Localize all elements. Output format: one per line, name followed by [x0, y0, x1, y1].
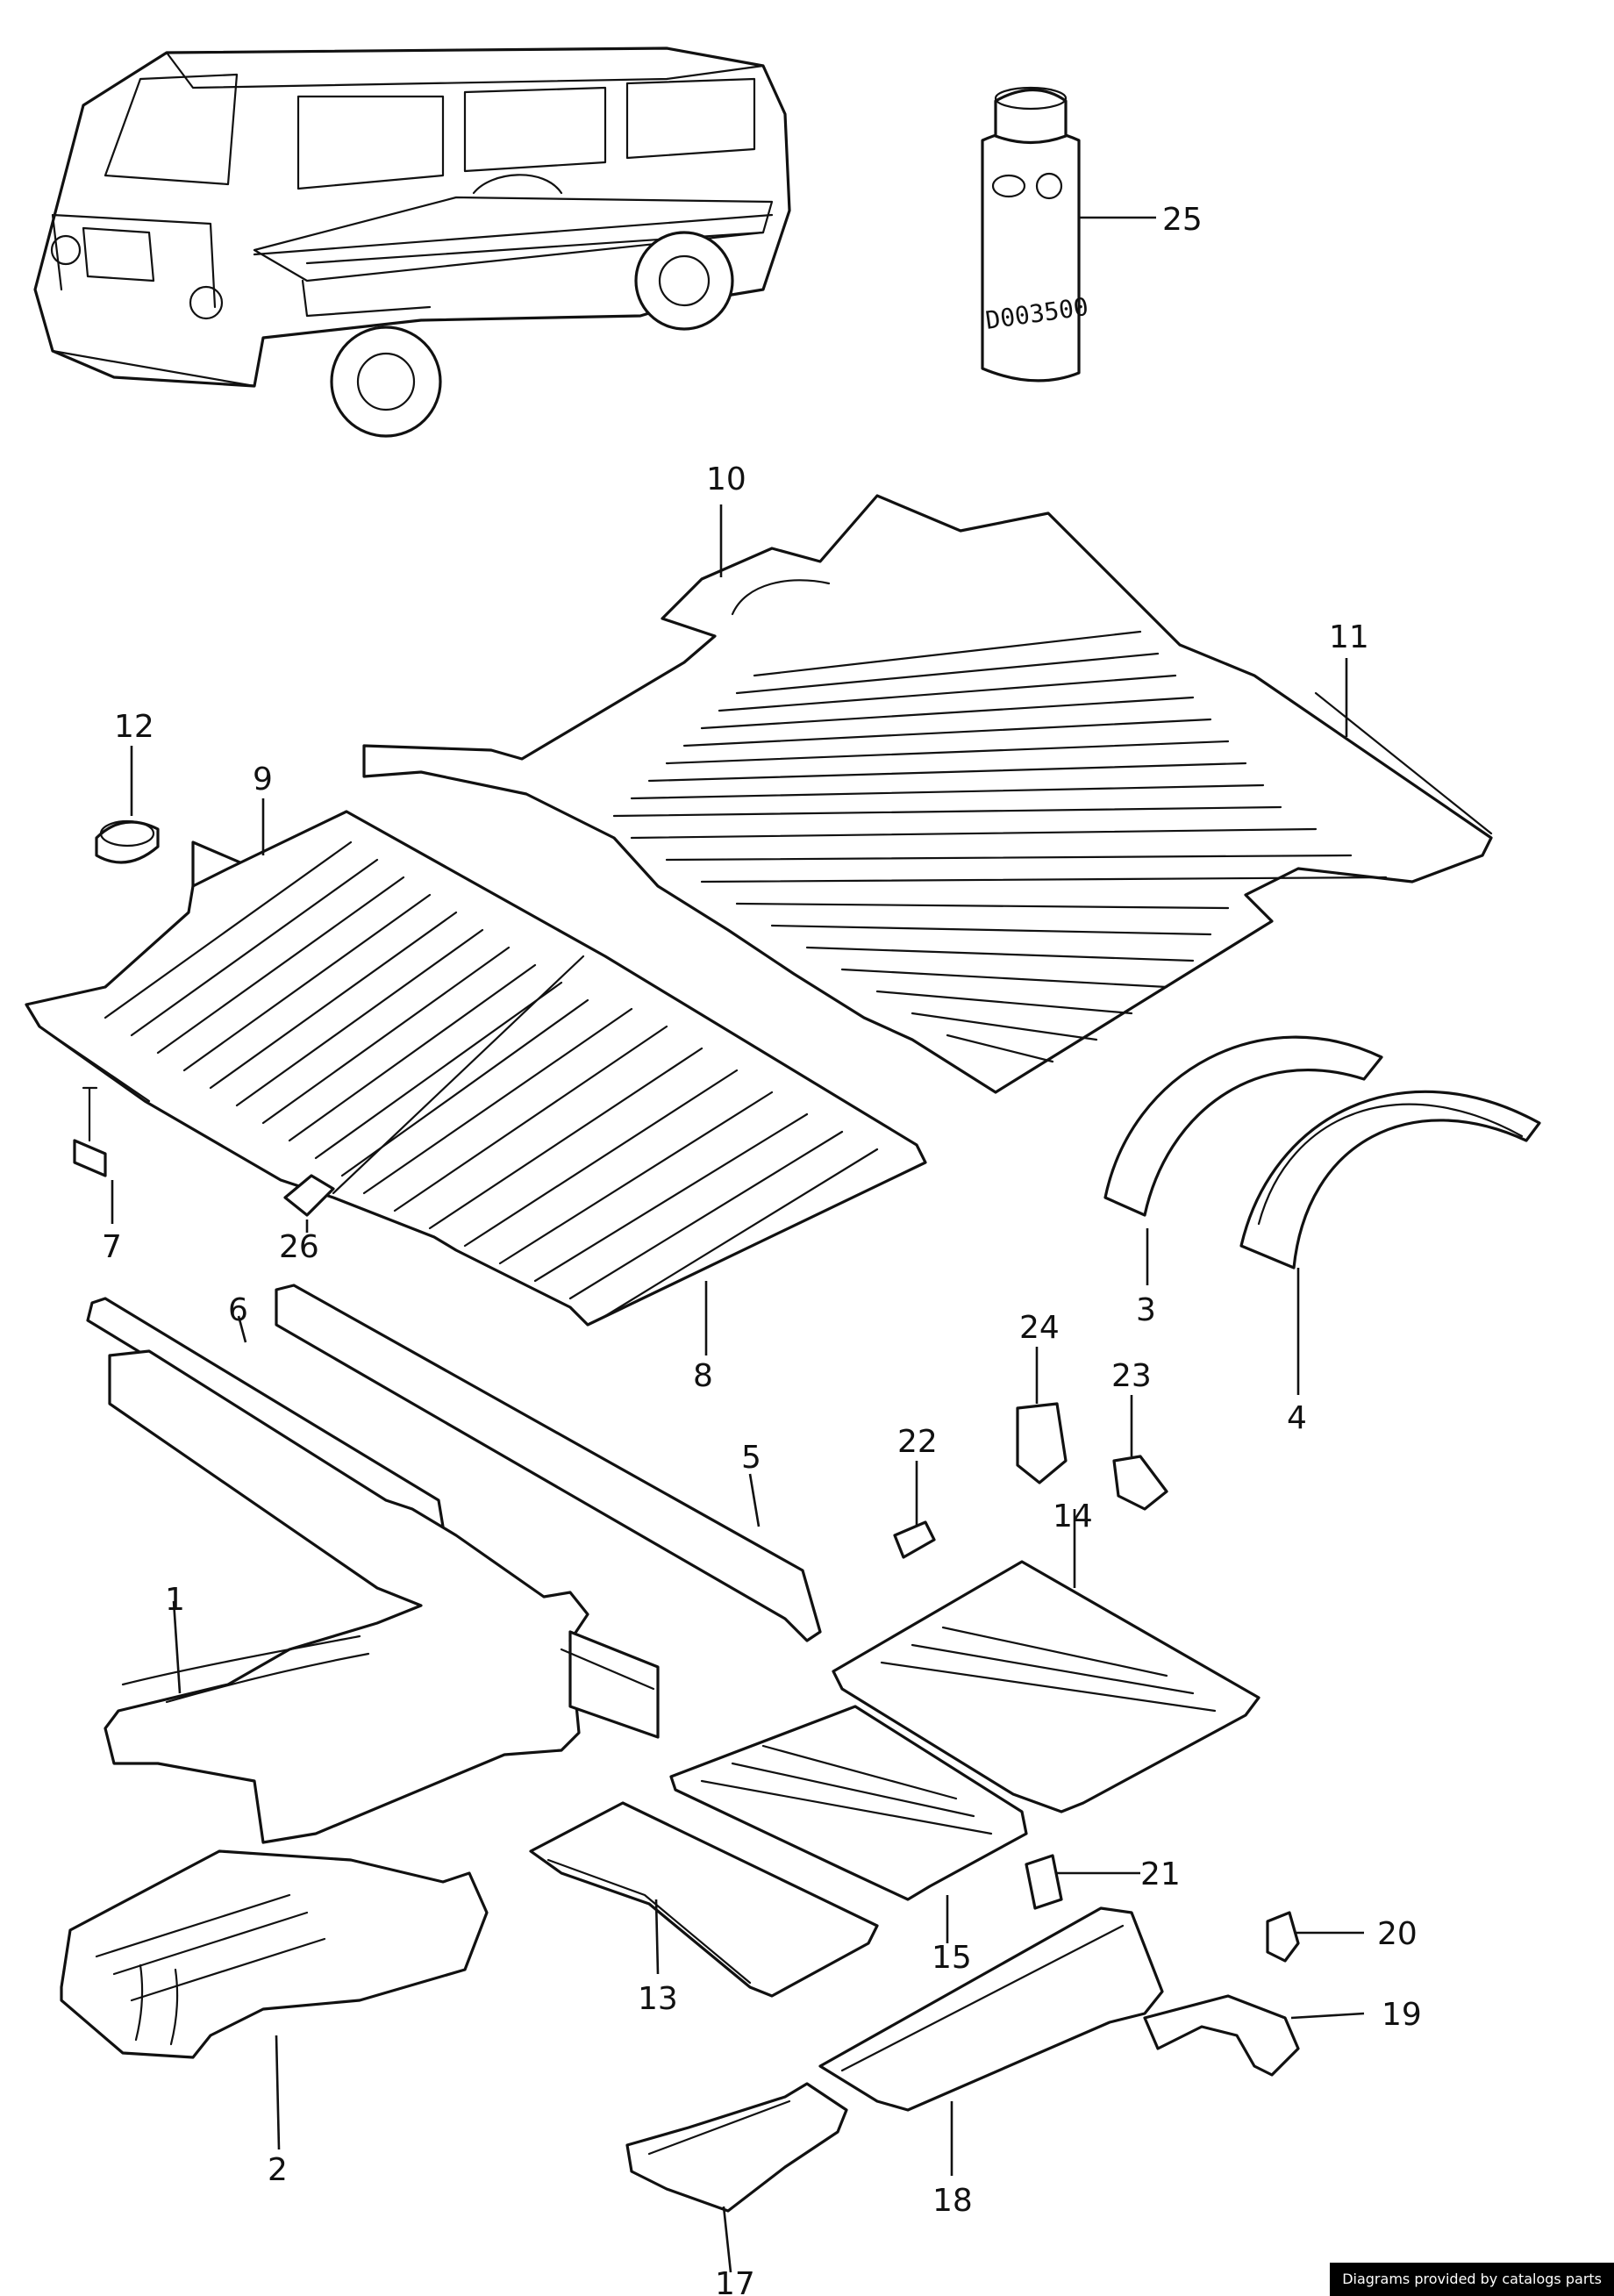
callout-24: 24 — [1019, 1310, 1060, 1346]
callout-20: 20 — [1377, 1916, 1418, 1952]
panel-15 — [669, 1705, 1028, 1901]
callout-21: 21 — [1140, 1856, 1181, 1892]
leader-lines — [111, 216, 1365, 2273]
callout-13: 13 — [638, 1981, 678, 2017]
callout-26: 26 — [279, 1229, 319, 1265]
panel-18 — [818, 1906, 1164, 2112]
floor-frame — [104, 1349, 660, 1844]
callout-1: 1 — [165, 1582, 185, 1618]
duct-17 — [625, 2082, 848, 2213]
callout-17: 17 — [715, 2266, 755, 2296]
van-illustration — [33, 46, 791, 438]
callout-5: 5 — [741, 1440, 761, 1476]
side-sills — [86, 1284, 822, 1642]
callout-25: 25 — [1162, 202, 1203, 238]
callout-6: 6 — [228, 1292, 248, 1328]
callout-7: 7 — [102, 1229, 122, 1265]
callout-14: 14 — [1053, 1498, 1093, 1534]
callout-22: 22 — [897, 1424, 938, 1460]
rear-floor-panel — [362, 494, 1493, 1094]
front-floor-panel — [25, 810, 927, 1327]
plug-part — [95, 819, 160, 864]
callout-10: 10 — [706, 461, 746, 497]
small-clip — [283, 1174, 335, 1217]
panel-13 — [529, 1801, 879, 1998]
wheel-house-parts — [1103, 1035, 1541, 1270]
callout-9: 9 — [253, 762, 273, 798]
callout-11: 11 — [1329, 619, 1369, 655]
panel-14 — [832, 1560, 1260, 1813]
small-brackets — [893, 1402, 1300, 1963]
bracket-19 — [1143, 1994, 1300, 2077]
callout-23: 23 — [1111, 1358, 1152, 1394]
callout-18: 18 — [932, 2183, 973, 2219]
callout-2: 2 — [268, 2152, 288, 2188]
rear-box-frame — [60, 1849, 489, 2059]
callout-12: 12 — [114, 709, 154, 745]
callout-4: 4 — [1287, 1400, 1307, 1436]
callout-8: 8 — [693, 1358, 713, 1394]
spray-can: D003500 — [981, 86, 1090, 383]
bolt-bracket — [73, 1086, 107, 1177]
callout-numbers: 1 2 3 4 5 6 7 8 9 10 11 12 13 14 15 16 1… — [102, 202, 1422, 2296]
callout-3: 3 — [1136, 1292, 1156, 1328]
callout-15: 15 — [932, 1940, 972, 1976]
footer-credit: Diagrams provided by catalogs parts — [1330, 2263, 1614, 2296]
callout-19: 19 — [1382, 1997, 1422, 2033]
